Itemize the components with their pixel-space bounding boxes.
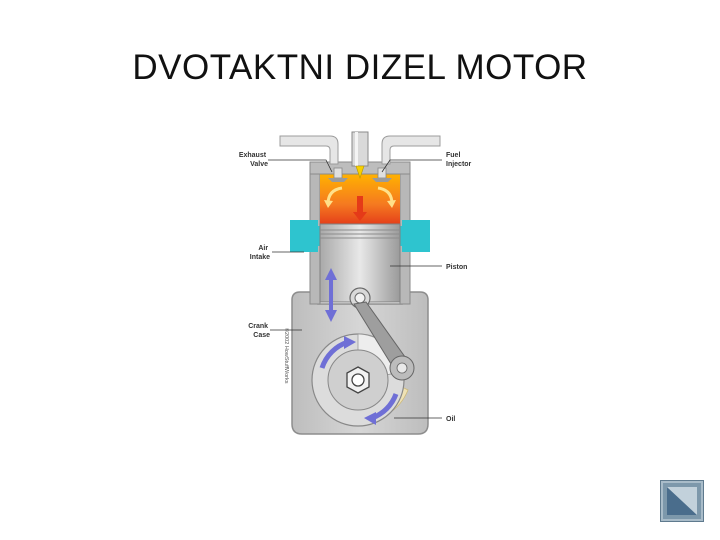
rotation-arrows <box>319 336 399 425</box>
air-intake-ports <box>290 220 430 252</box>
label-piston: Piston <box>446 264 467 271</box>
fuel-line <box>381 135 441 165</box>
crank-hub <box>346 366 370 394</box>
piston-travel-arrow <box>325 268 337 322</box>
label-crank-case: Crank Case <box>248 323 270 339</box>
leader-lines <box>268 159 442 419</box>
piston <box>319 223 401 309</box>
copyright-text: ©2002 HowStuffWorks <box>283 328 290 384</box>
label-air-intake: Air Intake <box>250 245 270 261</box>
label-fuel-injector: Fuel Injector <box>446 152 472 168</box>
label-exhaust-valve: Exhaust Valve <box>239 152 268 168</box>
label-oil: Oil <box>446 416 455 423</box>
two-stroke-engine-diagram: Exhaust Valve Fuel Injector Air Intake P… <box>239 131 472 435</box>
crankshaft <box>311 333 405 427</box>
connecting-rod <box>353 301 415 381</box>
back-triangle-icon <box>660 480 704 522</box>
slide-title: DVOTAKTNI DIZEL MOTOR <box>132 48 588 87</box>
exhaust-duct <box>279 135 339 165</box>
fuel-injector <box>351 131 369 179</box>
combustion-arrows <box>324 186 396 221</box>
back-nav-button[interactable] <box>660 480 704 522</box>
